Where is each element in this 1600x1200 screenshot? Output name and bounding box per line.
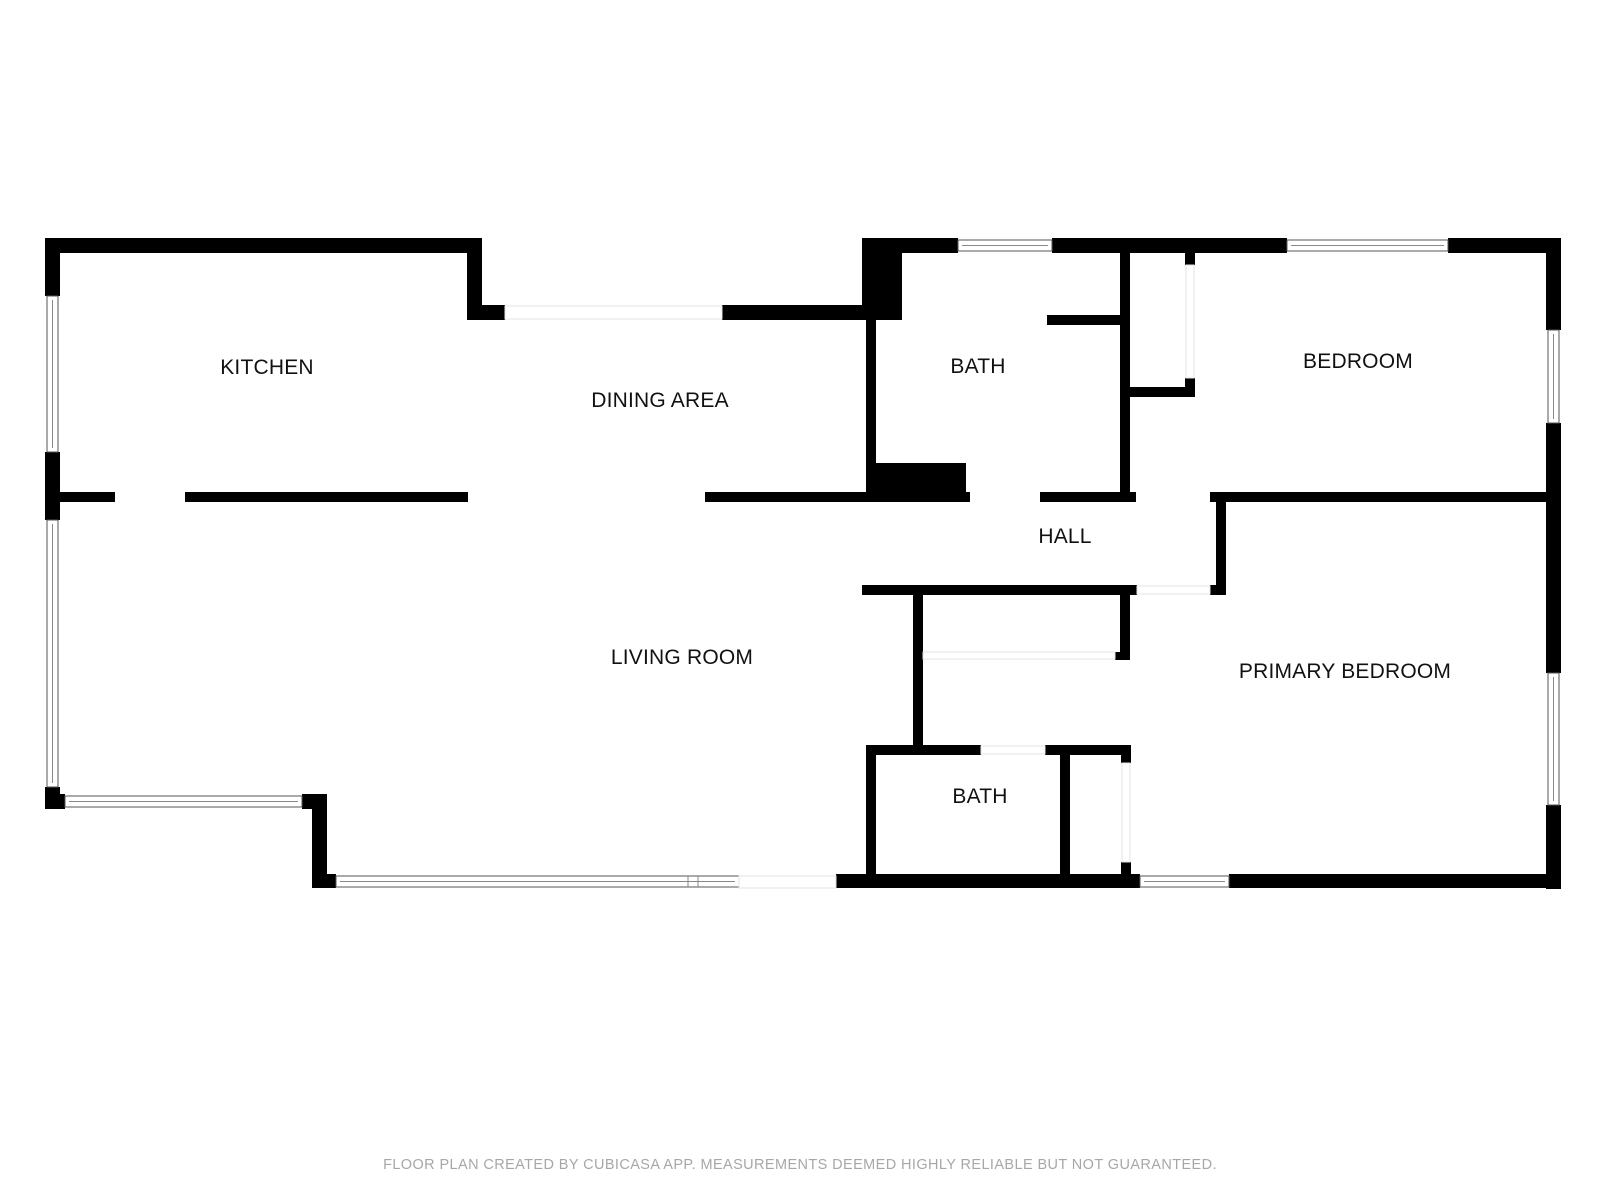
room-label-hall: HALL: [1038, 525, 1092, 548]
wall-bath-lower-top-left: [866, 745, 981, 755]
wall-dining-top-right: [722, 305, 866, 320]
wall-dining-living: [705, 492, 970, 502]
opening-bedroom-closet: [1185, 264, 1195, 379]
wall-closet-south-right: [1115, 652, 1130, 660]
wall-hall-east-foot: [1210, 585, 1226, 595]
opening-living-south-door: [738, 875, 837, 889]
opening-dining-north: [504, 305, 723, 320]
wall-hall-east: [1216, 495, 1226, 595]
wall-living-step: [312, 794, 327, 888]
wall-bath-upper-shelf: [1047, 315, 1122, 325]
room-label-living-room: LIVING ROOM: [610, 646, 754, 669]
room-label-bath-upper: BATH: [950, 355, 1006, 378]
room-label-bedroom: BEDROOM: [1303, 350, 1413, 373]
wall-east-mid: [1546, 423, 1561, 673]
wall-east-upper: [1546, 238, 1561, 330]
wall-hall-south: [862, 585, 1137, 595]
walls: [45, 238, 1561, 889]
wall-top-east-3: [1448, 238, 1560, 253]
wall-bath-hall-south: [1040, 492, 1136, 502]
wall-bedroom-primary: [1210, 492, 1550, 502]
wall-west-upper: [45, 238, 60, 296]
footer-disclaimer: FLOOR PLAN CREATED BY CUBICASA APP. MEAS…: [383, 1157, 1217, 1173]
wall-west-mid: [45, 452, 60, 520]
wall-bath-upper-east: [1120, 250, 1130, 502]
wall-closet-bottom: [1125, 387, 1195, 397]
opening-closet-door: [922, 651, 1116, 660]
wall-kitchen-east: [467, 238, 482, 320]
wall-dining-top-left: [467, 305, 505, 320]
wall-closet-east: [1120, 585, 1130, 660]
openings: [504, 264, 1211, 889]
room-label-bath-lower: BATH: [952, 785, 1008, 808]
wall-south-2: [1229, 874, 1561, 888]
wall-living-south-west: [45, 794, 65, 809]
wall-bath-upper-fixture: [866, 463, 966, 501]
wall-kitchen-top: [45, 238, 481, 253]
wall-bath-lower-west: [866, 745, 876, 885]
wall-bath-lower-top-right: [1045, 745, 1131, 755]
opening-primary-door: [1136, 585, 1211, 595]
wall-bath-lower-east: [1060, 748, 1070, 888]
wall-kitchen-living-1: [60, 492, 115, 502]
opening-primary-closet: [1121, 762, 1131, 863]
room-label-dining-area: DINING AREA: [591, 389, 729, 412]
wall-top-east-2: [1052, 238, 1287, 253]
wall-bath-lower-door-post: [1121, 745, 1131, 763]
wall-top-east-1: [862, 238, 958, 253]
wall-kitchen-living-2: [185, 492, 468, 502]
room-label-kitchen: KITCHEN: [220, 356, 314, 379]
opening-bath-lower-door: [980, 745, 1046, 755]
wall-bath-upper-west: [866, 320, 876, 498]
wall-east-low: [1546, 805, 1561, 889]
wall-closet-post: [1185, 378, 1195, 397]
room-label-primary-bedroom: PRIMARY BEDROOM: [1238, 660, 1452, 683]
wall-south-1: [836, 874, 1140, 888]
wall-living-south-corner: [312, 874, 336, 888]
wall-closet-south-left: [913, 652, 923, 660]
windows: [46, 239, 1560, 888]
wall-closet-top-post: [1185, 250, 1195, 265]
wall-closet-west: [913, 585, 923, 750]
